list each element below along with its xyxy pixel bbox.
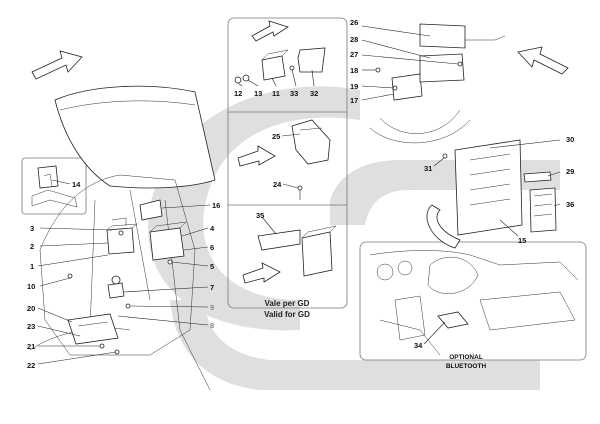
callout-2: 2 — [30, 242, 34, 251]
callout-4: 4 — [210, 224, 215, 233]
callout-numbers: 3 2 1 4 6 5 7 9 8 10 20 23 21 22 14 16 1… — [27, 18, 574, 370]
bracket-16 — [139, 199, 163, 221]
callout-12: 12 — [234, 89, 242, 98]
callout-8: 8 — [210, 321, 214, 330]
cabin-drawing — [369, 250, 579, 356]
direction-arrow-panel-mid — [237, 145, 276, 167]
callout-22: 22 — [27, 361, 35, 370]
callout-25: 25 — [272, 132, 280, 141]
caption-optional: OPTIONAL — [449, 354, 483, 361]
wiring-harness — [369, 109, 471, 144]
washer-13 — [242, 74, 250, 82]
bracket-35 — [257, 229, 301, 251]
callout-36: 36 — [566, 200, 574, 209]
callout-28: 28 — [350, 35, 358, 44]
callout-3: 3 — [30, 224, 34, 233]
callout-34: 34 — [414, 341, 423, 350]
callout-27: 27 — [350, 50, 358, 59]
callout-33: 33 — [290, 89, 298, 98]
dashboard-left-drawing — [29, 85, 216, 391]
nut-12 — [234, 76, 242, 84]
callout-15: 15 — [518, 236, 526, 245]
ecu-module-2 — [106, 223, 138, 255]
captions: Vale per GD Valid for GD OPTIONAL BLUETO… — [264, 299, 486, 370]
relay-17 — [391, 73, 423, 101]
ecu-module-4 — [149, 221, 187, 261]
relay-7 — [107, 275, 125, 299]
callout-9: 9 — [210, 303, 214, 312]
callout-19: 19 — [350, 82, 358, 91]
fuse-29 — [523, 171, 552, 183]
sensor-25 — [291, 119, 331, 165]
leader-lines — [37, 25, 561, 365]
center-panel-frame — [227, 17, 348, 309]
callout-31: 31 — [424, 164, 432, 173]
callout-20: 20 — [27, 304, 35, 313]
callout-6: 6 — [210, 243, 214, 252]
callout-32: 32 — [310, 89, 318, 98]
callout-14: 14 — [72, 180, 81, 189]
callout-7: 7 — [210, 283, 214, 292]
bluetooth-module-34 — [437, 311, 469, 329]
callout-17: 17 — [350, 96, 358, 105]
callout-30: 30 — [566, 135, 574, 144]
callout-18: 18 — [350, 66, 358, 75]
caption-vale-per-gd: Vale per GD — [265, 299, 310, 308]
cable-loop — [426, 204, 461, 249]
module-gd — [301, 225, 337, 277]
callout-26: 26 — [350, 18, 358, 27]
callout-35: 35 — [256, 211, 264, 220]
callout-16: 16 — [212, 201, 220, 210]
bluetooth-inset-frame — [359, 241, 587, 361]
caption-valid-for-gd: Valid for GD — [264, 310, 310, 319]
stud-33 — [289, 65, 295, 71]
callout-23: 23 — [27, 322, 35, 331]
direction-arrow-right — [517, 46, 569, 75]
callout-5: 5 — [210, 262, 214, 271]
callout-10: 10 — [27, 282, 35, 291]
detail-inset-14 — [21, 157, 87, 215]
callout-1: 1 — [30, 262, 34, 271]
direction-arrow-panel-bottom — [242, 262, 281, 284]
fuse-box-30 — [454, 139, 523, 236]
callout-11: 11 — [272, 89, 280, 98]
screw-31 — [442, 153, 448, 159]
screw-24 — [297, 185, 303, 200]
callout-24: 24 — [273, 180, 282, 189]
callout-13: 13 — [254, 89, 262, 98]
relay-box-11 — [261, 49, 289, 81]
callout-29: 29 — [566, 167, 574, 176]
bracket-3 — [111, 217, 127, 236]
bracket-28 — [419, 53, 465, 83]
caption-bluetooth: BLUETOOTH — [446, 363, 487, 370]
direction-arrow-left — [31, 50, 83, 80]
callout-21: 21 — [27, 342, 35, 351]
watermark-logo — [147, 86, 560, 390]
mount-plate-20 — [67, 313, 119, 345]
bracket-32 — [297, 47, 326, 73]
direction-arrow-panel-top — [251, 20, 289, 42]
module-36 — [529, 187, 557, 233]
connector-26 — [419, 23, 506, 49]
